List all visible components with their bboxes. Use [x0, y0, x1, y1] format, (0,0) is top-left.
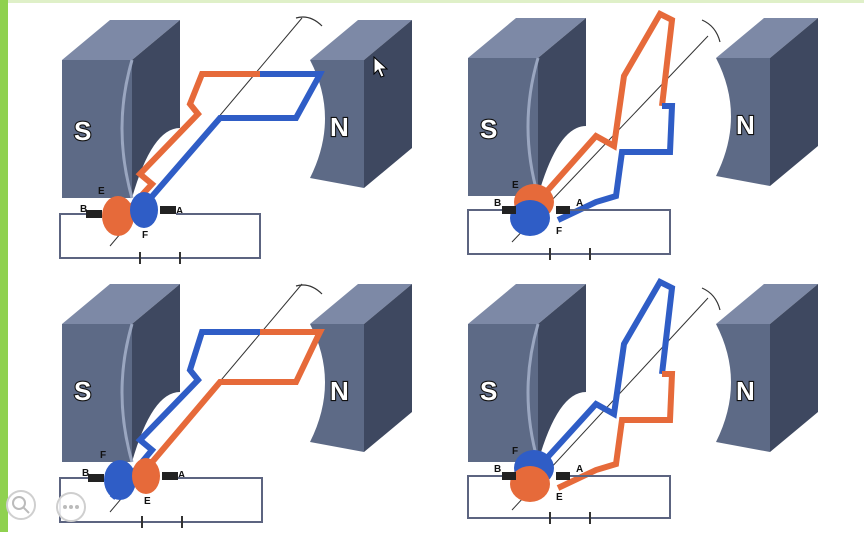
external-circuit [467, 475, 671, 519]
north-pole-label: N [736, 110, 755, 140]
brush-a [556, 472, 570, 480]
north-magnet: N [716, 18, 818, 186]
brush-b [88, 474, 104, 482]
south-magnet: S [62, 20, 180, 199]
mouse-pointer [373, 56, 389, 78]
ellipsis-icon [63, 505, 79, 509]
terminal-f-label: F [100, 450, 106, 461]
diagram-panel-2: S N B A E F [446, 6, 864, 272]
terminal-b-label: B [494, 198, 501, 209]
south-pole-label: S [480, 114, 497, 144]
south-pole-label: S [74, 116, 91, 146]
brush-b [86, 210, 102, 218]
north-magnet: N [310, 284, 412, 452]
commutator-blue [130, 192, 158, 228]
terminal-e-label: E [144, 496, 151, 507]
south-pole-label: S [74, 376, 91, 406]
rotation-arrow [701, 287, 721, 311]
terminal-f-label: F [142, 230, 148, 241]
rotation-arrow [701, 19, 721, 43]
south-magnet: S [468, 284, 586, 463]
external-circuit [59, 213, 261, 259]
north-magnet: N [310, 20, 412, 188]
north-pole-label: N [330, 112, 349, 142]
coil-blue-segment [513, 278, 676, 495]
terminal-b-label: B [80, 204, 87, 215]
north-pole-label: N [330, 376, 349, 406]
diagram-panel-1: S N B A E F [40, 8, 460, 274]
terminal-b-label: B [494, 464, 501, 475]
commutator-red [102, 196, 134, 236]
commutator-blue [104, 460, 136, 500]
commutator-blue [510, 200, 550, 236]
rotation-arrow [295, 16, 323, 27]
brush-b [502, 472, 516, 480]
cursor-icon [373, 56, 389, 78]
external-circuit [59, 477, 263, 523]
coil-blue-segment [556, 103, 676, 223]
commutator-red [132, 458, 160, 494]
terminal-f-label: F [556, 226, 562, 237]
more-options-button[interactable] [56, 492, 86, 522]
north-pole-label: N [736, 376, 755, 406]
coil-red-segment [107, 71, 260, 233]
south-magnet: S [468, 18, 586, 197]
coil-red-segment [556, 371, 676, 491]
commutator-red [510, 466, 550, 502]
brush-a [556, 206, 570, 214]
brush-a [162, 472, 178, 480]
external-circuit [467, 209, 671, 255]
brush-a [160, 206, 176, 214]
terminal-a-label: A [178, 470, 185, 481]
south-pole-label: S [480, 376, 497, 406]
terminal-e-label: E [98, 186, 105, 197]
diagram-panel-3: S N B A F E [40, 272, 460, 538]
magnifier-icon [12, 496, 30, 514]
zoom-button[interactable] [6, 490, 36, 520]
terminal-f-label: F [512, 446, 518, 457]
terminal-a-label: A [576, 198, 583, 209]
terminal-b-label: B [82, 468, 89, 479]
terminal-a-label: A [576, 464, 583, 475]
coil-blue-segment [109, 329, 260, 500]
north-magnet: N [716, 284, 818, 452]
south-magnet: S [62, 284, 180, 463]
rotation-arrow [295, 284, 323, 295]
coil-red-segment [513, 10, 676, 228]
terminal-e-label: E [512, 180, 519, 191]
coil-blue-segment [139, 71, 325, 210]
terminal-a-label: A [176, 206, 183, 217]
brush-b [502, 206, 516, 214]
coil-red-segment [139, 329, 325, 476]
left-accent-bar [0, 0, 8, 532]
diagram-panel-4: S N B A F E [446, 272, 864, 538]
terminal-e-label: E [556, 492, 563, 503]
top-accent-bar [0, 0, 864, 3]
